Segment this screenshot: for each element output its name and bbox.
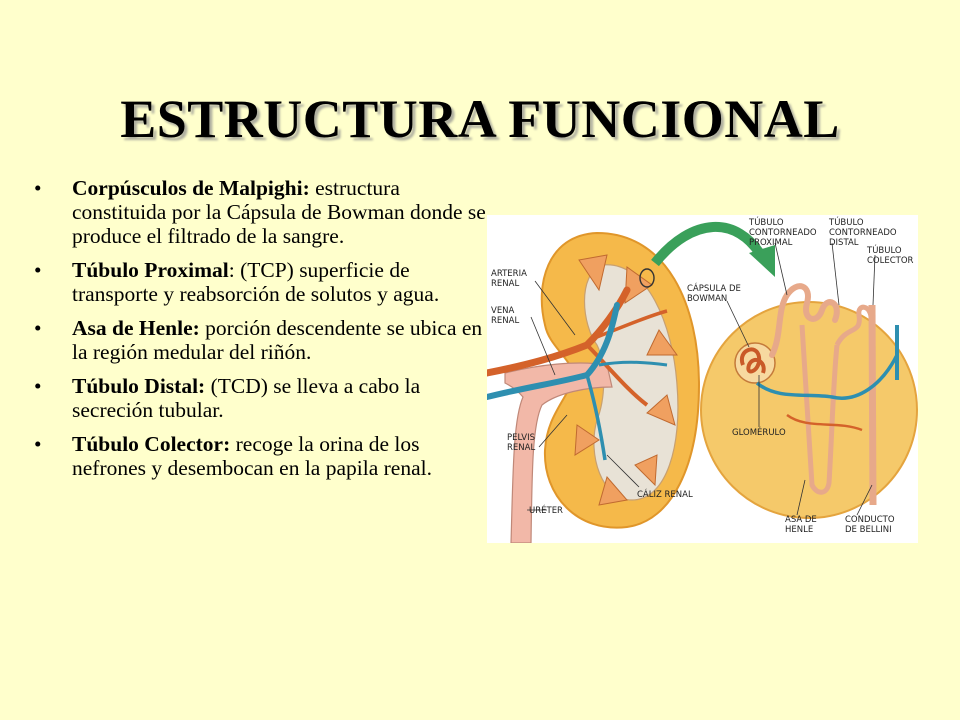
bullet-text: estructura constituida por la Cápsula de… (72, 176, 486, 248)
bullet-text: recoge la orina de los nefrones y desemb… (72, 432, 432, 480)
renal-pyramids (574, 254, 678, 506)
label-conducto-bellini: DE BELLINI (845, 525, 892, 535)
bullet-dot: • (34, 316, 42, 340)
label-asa-henle: ASA DE (785, 515, 817, 525)
arrow-head (749, 245, 775, 277)
renal-vein (487, 302, 620, 400)
bullet-dot: • (34, 374, 42, 398)
bullet-text: (TCD) se lleva a cabo la secreción tubul… (72, 374, 421, 422)
bullet-text: : (TCP) superficie de transporte y reabs… (72, 258, 440, 306)
vein-branch (585, 374, 607, 461)
glomerulus (739, 347, 766, 374)
artery-branch (585, 343, 649, 407)
artery-branch (596, 309, 668, 339)
label-vena-renal: VENA (491, 306, 515, 316)
label-conducto-bellini: CONDUCTO (845, 515, 895, 525)
proximal-tubule (769, 283, 840, 358)
bullet-term: Corpúsculos de Malpighi: (72, 176, 310, 200)
label-tubulo-proximal: TÚBULO (748, 216, 784, 228)
label-arteria-renal: ARTERIA (491, 269, 527, 279)
kidney-labels: ARTERIA RENAL VENA RENAL PELVIS RENAL UR… (491, 216, 914, 535)
bullet-list: • Corpúsculos de Malpighi: estructura co… (32, 176, 492, 490)
vasa-recta (786, 413, 863, 432)
bullet-text: porción descendente se ubica en la regió… (72, 316, 483, 364)
label-glomerulo: GLOMÉRULO (732, 426, 786, 438)
label-arteria-renal: RENAL (491, 279, 519, 289)
henle-loop (799, 324, 840, 495)
kidney-diagram: ARTERIA RENAL VENA RENAL PELVIS RENAL UR… (487, 216, 918, 543)
bullet-asa-henle: • Asa de Henle: porción descendente se u… (32, 316, 492, 364)
kidney-section (487, 231, 701, 543)
label-tubulo-proximal: PROXIMAL (749, 238, 793, 248)
label-tubulo-distal: TÚBULO (828, 216, 864, 228)
kidney-nephron-illustration: ARTERIA RENAL VENA RENAL PELVIS RENAL UR… (487, 215, 918, 543)
bullet-term: Túbulo Distal: (72, 374, 206, 398)
nephron-detail (700, 283, 918, 519)
leader-lines (527, 242, 876, 516)
bullet-term: Túbulo Proximal (72, 258, 229, 282)
vein-branch (598, 360, 668, 367)
bullet-tubulo-distal: • Túbulo Distal: (TCD) se lleva a cabo l… (32, 374, 492, 422)
collecting-duct (868, 304, 877, 506)
label-pelvis-renal: PELVIS (507, 433, 535, 443)
label-asa-henle: HENLE (785, 525, 813, 535)
bullet-tubulo-colector: • Túbulo Colector: recoge la orina de lo… (32, 432, 492, 480)
label-capsula-bowman: BOWMAN (687, 294, 727, 304)
label-capsula-bowman: CÁPSULA DE (687, 282, 741, 294)
bullet-tubulo-proximal: • Túbulo Proximal: (TCP) superficie de t… (32, 258, 492, 306)
bullet-term: Túbulo Colector: (72, 432, 231, 456)
zoom-arrow (651, 221, 767, 267)
label-caliz-renal: CÁLIZ RENAL (637, 488, 693, 500)
slide-title: ESTRUCTURA FUNCIONAL (120, 89, 840, 149)
peritubular-capillary (755, 354, 899, 400)
label-vena-renal: RENAL (491, 316, 519, 326)
bullet-dot: • (34, 258, 42, 282)
label-tubulo-colector: TÚBULO (866, 244, 902, 256)
bullet-term: Asa de Henle: (72, 316, 200, 340)
label-tubulo-distal: DISTAL (829, 238, 859, 248)
nephron-location-marker (639, 268, 655, 288)
label-pelvis-renal: RENAL (507, 443, 535, 453)
label-tubulo-colector: COLECTOR (867, 256, 914, 266)
bullet-dot: • (34, 176, 42, 200)
bullet-dot: • (34, 432, 42, 456)
bullet-corpusculos: • Corpúsculos de Malpighi: estructura co… (32, 176, 492, 248)
label-tubulo-proximal: CONTORNEADO (749, 228, 817, 238)
label-ureter: URÉTER (529, 504, 563, 516)
label-tubulo-distal: CONTORNEADO (829, 228, 897, 238)
